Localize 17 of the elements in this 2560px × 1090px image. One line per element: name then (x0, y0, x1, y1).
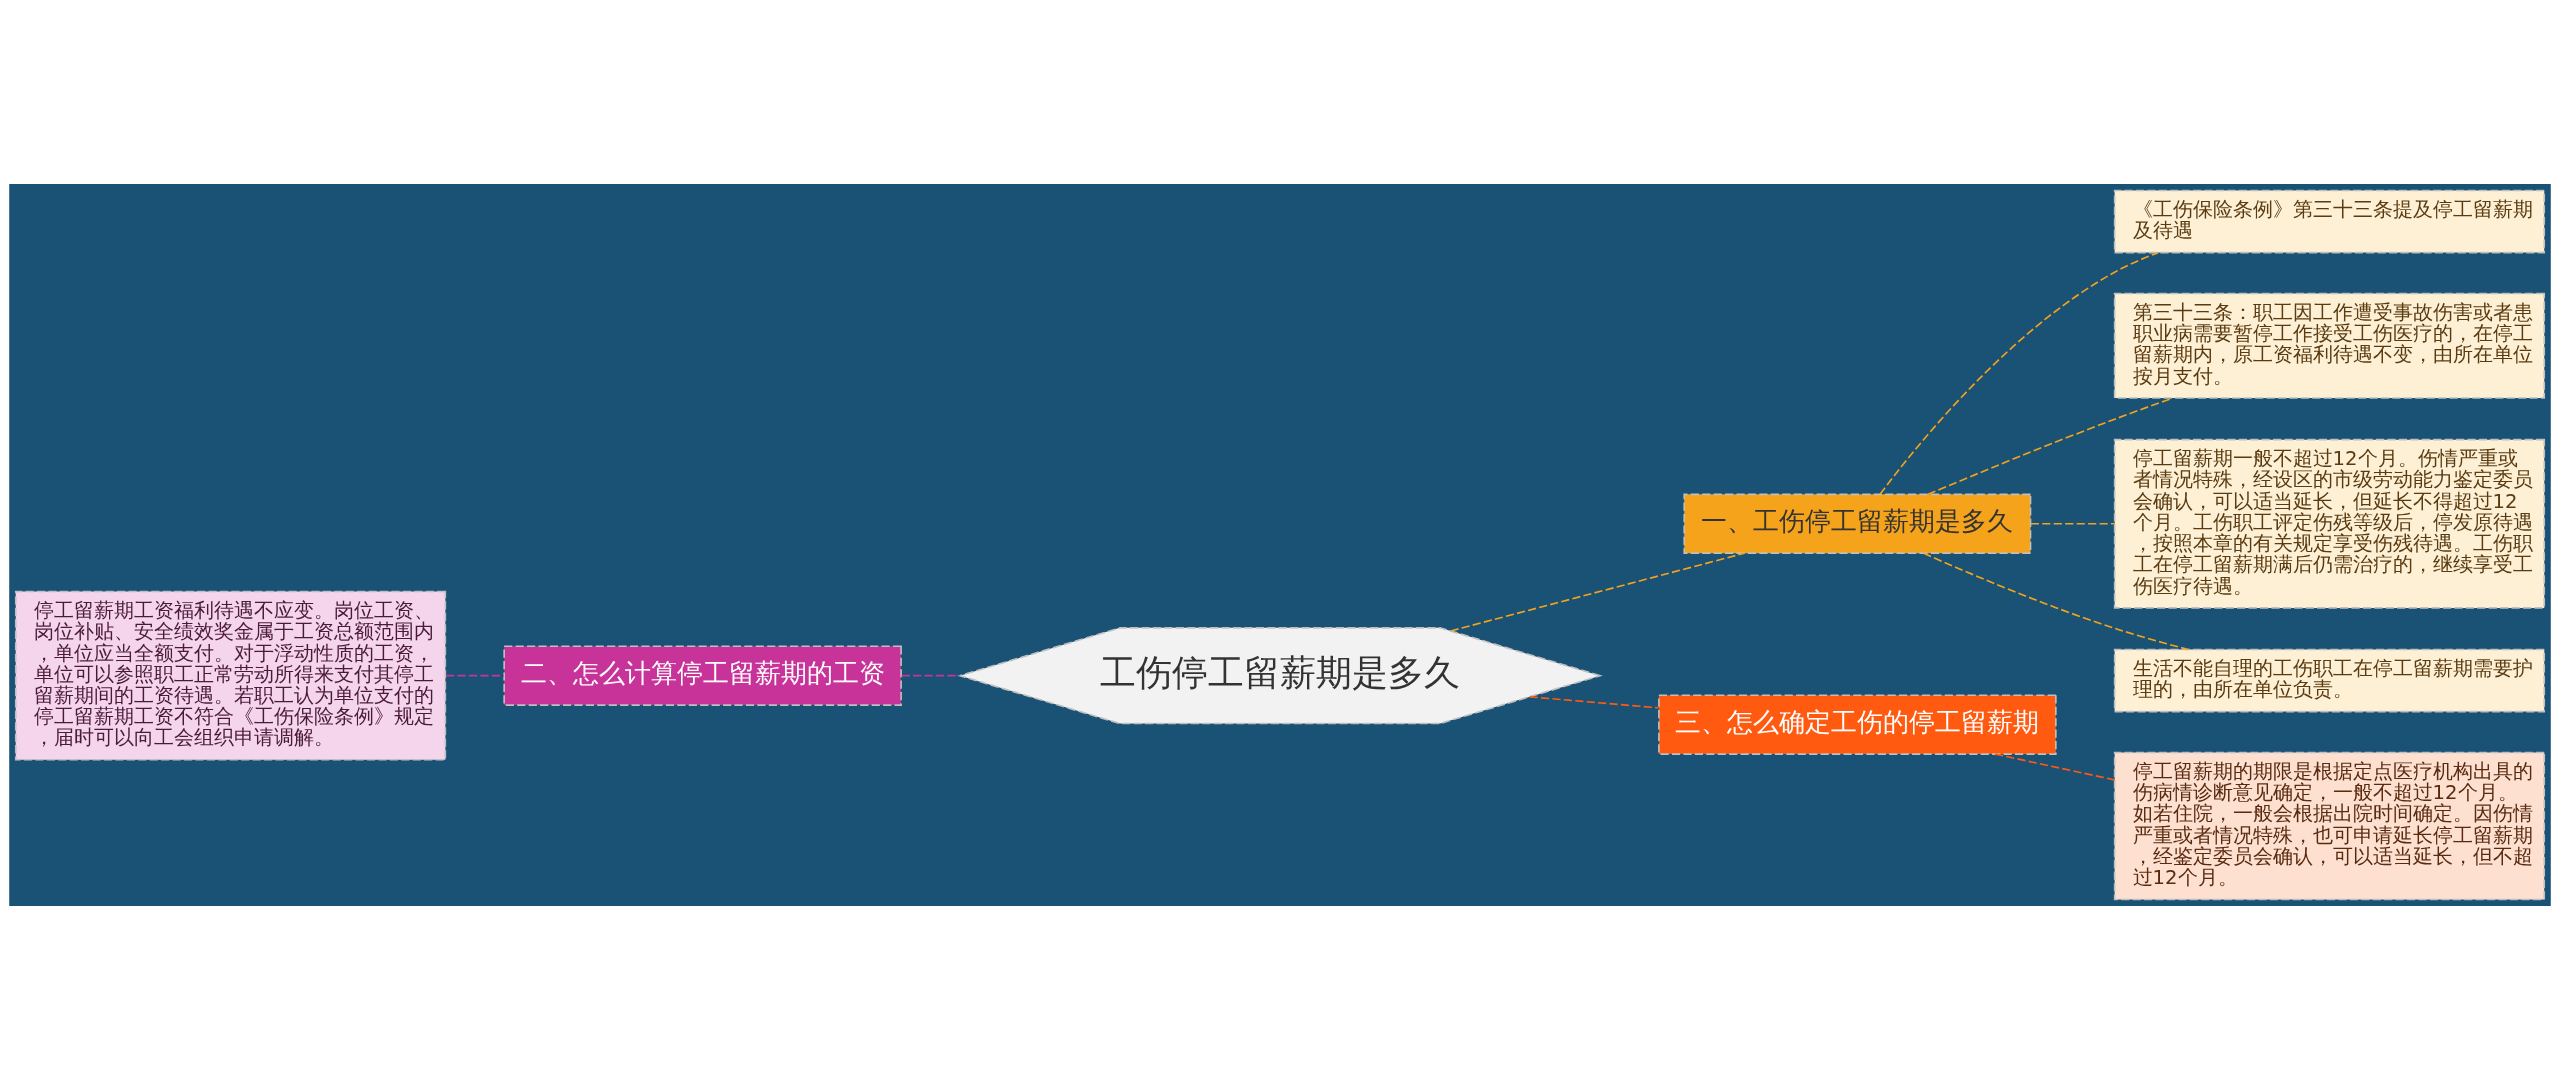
connector (1994, 753, 2116, 781)
connector (2030, 522, 2116, 525)
node-box: 第三十三条：职工因工作遭受事故伤害或者患职业病需要暂停工作接受工伤医疗的，在停工留薪期内，原工资福利待遇不变，由所在单位按月支付。 (2113, 292, 2546, 399)
node-box: 停工留薪期工资福利待遇不应变。岗位工资、岗位补贴、安全绩效奖金属于工资总额范围内，单位应当全额支付。对于浮动性质的工资，单位可以参照职工正常劳动所得来支付其停工留薪期间的工资待遇。若职工认为单位支付的停工留薪期工资不符合《工伤保险条例》规定，届时可以向工会组织申请调解。 (14, 590, 447, 761)
connector (901, 674, 961, 677)
connector (1528, 696, 1660, 709)
connector (1449, 552, 1746, 632)
connector (1879, 251, 2159, 495)
connector (445, 674, 505, 677)
node-box: 停工留薪期的期限是根据定点医疗机构出具的伤病情诊断意见确定，一般不超过12个月。如若住院，一般会根据出院时间确定。因伤情严重或者情况特殊，也可申请延长停工留薪期，经鉴定委员会确认，可以适当延长，但不超过12个月。 (2113, 751, 2546, 901)
node-box: 《工伤保险条例》第三十三条提及停工留薪期及待遇 (2113, 189, 2546, 254)
node-box: 生活不能自理的工伤职工在停工留薪期需要护理的，由所在单位负责。 (2113, 648, 2546, 713)
node-box: 停工留薪期一般不超过12个月。伤情严重或者情况特殊，经设区的市级劳动能力鉴定委员会确认，可以适当延长，但延长不得超过12个月。工伤职工评定伤残等级后，停发原待遇，按照本章的有关规定享受伤残待遇。工伤职工在停工留薪期满后仍需治疗的，继续享受工伤医疗待遇。 (2113, 438, 2546, 609)
connector (1922, 552, 2190, 651)
node-box: 三、怎么确定工伤的停工留薪期 (1658, 694, 2057, 755)
node-box: 二、怎么计算停工留薪期的工资 (503, 645, 902, 706)
node-box: 一、工伤停工留薪期是多久 (1683, 493, 2032, 554)
